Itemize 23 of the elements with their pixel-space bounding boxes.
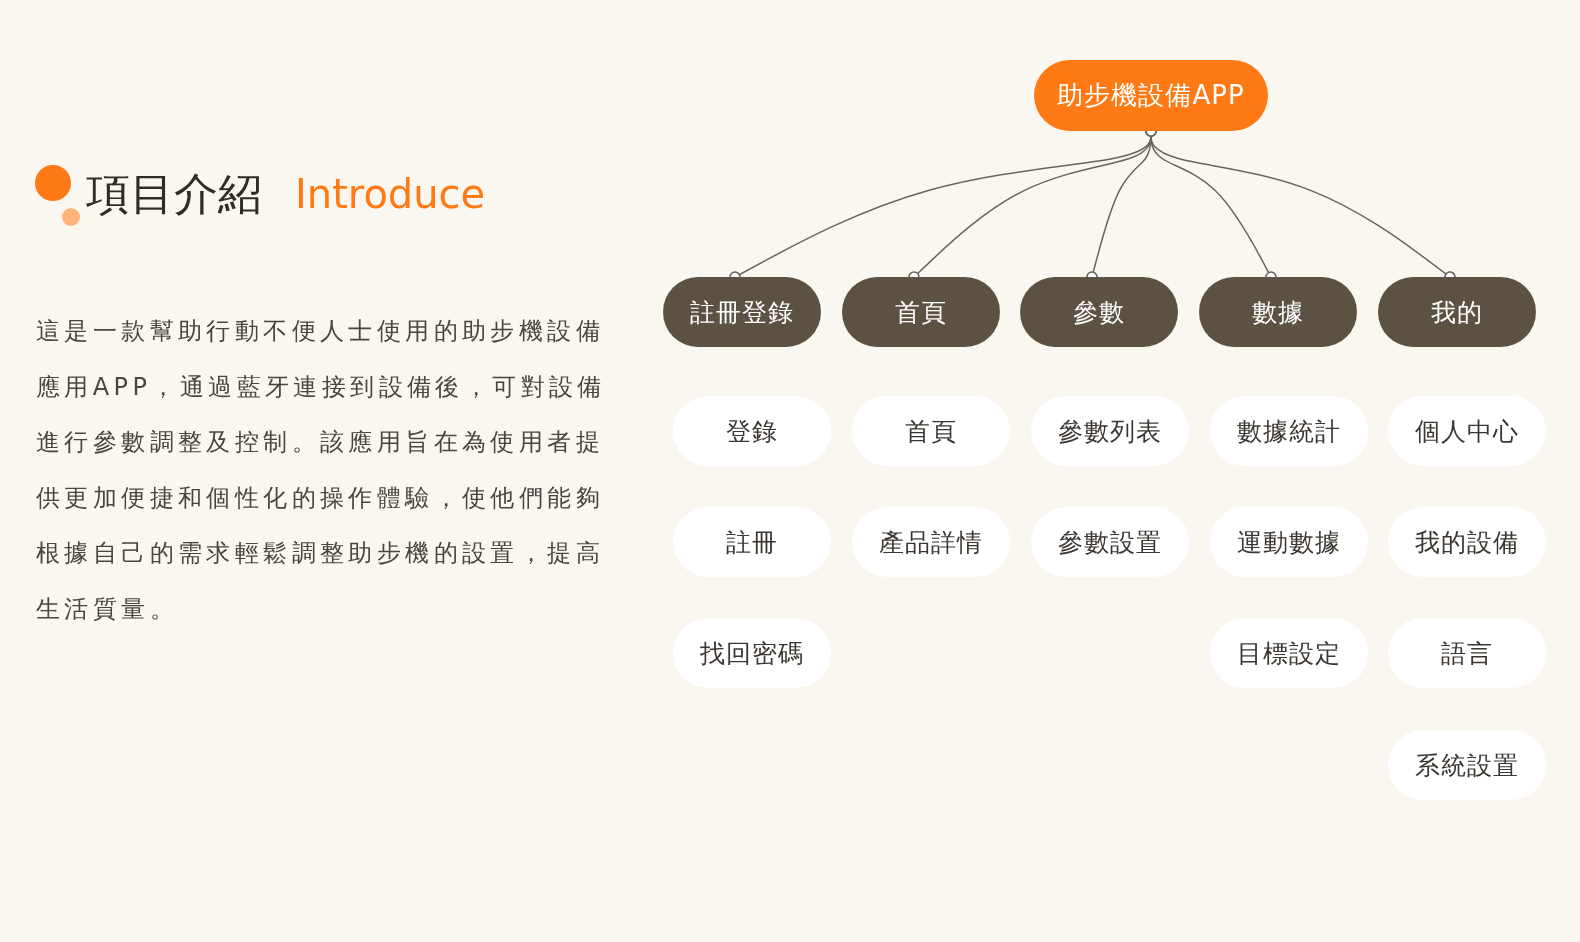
feature-pill: 我的設備	[1388, 507, 1546, 577]
feature-pill: 參數設置	[1031, 507, 1189, 577]
feature-pill: 找回密碼	[673, 618, 831, 688]
category-pill: 我的	[1378, 277, 1536, 347]
feature-pill: 目標設定	[1210, 618, 1368, 688]
intro-paragraph: 這是一款幫助行動不便人士使用的助步機設備應用APP，通過藍牙連接到設備後，可對設備進行參數調整及控制。該應用旨在為使用者提供更加便捷和個性化的操作體驗，使他們能夠根據自己的需求輕鬆調整助步機的設置，提高生活質量。	[36, 316, 607, 625]
category-pill: 參數	[1020, 277, 1178, 347]
feature-pill: 產品詳情	[852, 507, 1010, 577]
category-pill: 註冊登錄	[663, 277, 821, 347]
app-title-pill: 助步機設備APP	[1034, 60, 1268, 131]
feature-pill: 註冊	[673, 507, 831, 577]
feature-pill: 個人中心	[1388, 396, 1546, 466]
feature-pill: 參數列表	[1031, 396, 1189, 466]
feature-pill: 運動數據	[1210, 507, 1368, 577]
category-pill: 數據	[1199, 277, 1357, 347]
feature-pill: 數據統計	[1210, 396, 1368, 466]
feature-pill: 登錄	[673, 396, 831, 466]
category-pill: 首頁	[842, 277, 1000, 347]
section-title: 項目介紹	[86, 167, 262, 221]
feature-pill: 系統設置	[1388, 730, 1546, 800]
section-subtitle: Introduce	[295, 170, 486, 218]
feature-pill: 語言	[1388, 618, 1546, 688]
feature-pill: 首頁	[852, 396, 1010, 466]
